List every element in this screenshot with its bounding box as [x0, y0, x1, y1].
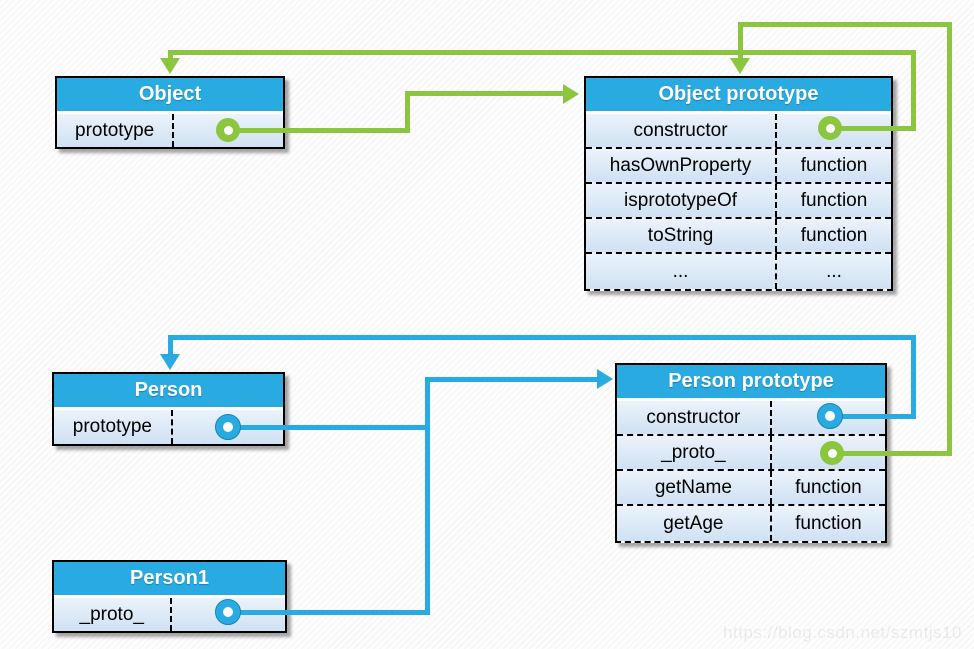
row-value: function	[775, 149, 891, 182]
green-arrow-segment	[405, 91, 565, 96]
object-box: Object prototype	[55, 76, 285, 149]
green-arrow-segment	[230, 128, 410, 133]
object-prototype-box-title: Object prototype	[586, 78, 891, 111]
green-arrow-segment	[947, 22, 952, 456]
row-name: constructor	[646, 406, 741, 428]
watermark-text: https://blog.csdn.net/szmtjs10	[723, 623, 962, 642]
row-value	[769, 401, 885, 434]
row-name: isprototypeOf	[624, 189, 738, 211]
row-name: prototype	[75, 119, 155, 141]
green-dot-icon	[820, 441, 844, 465]
row-name: getName	[654, 476, 732, 498]
table-row: isprototypeOf function	[586, 184, 891, 219]
object-box-title: Object	[57, 78, 283, 111]
table-row: prototype	[57, 114, 283, 147]
table-row: getAge function	[617, 506, 885, 541]
row-name: _proto_	[661, 441, 726, 463]
green-arrow-segment	[911, 50, 916, 131]
arrow-right-icon	[597, 369, 613, 389]
table-row: toString function	[586, 219, 891, 254]
row-value: function	[769, 471, 885, 504]
row-name: constructor	[633, 119, 728, 141]
row-name: toString	[647, 224, 714, 246]
blue-arrow-segment	[168, 335, 916, 340]
blue-arrow-segment	[828, 414, 916, 419]
green-arrow-segment	[168, 50, 916, 55]
row-value	[169, 598, 286, 631]
blue-arrow-segment	[230, 425, 428, 430]
row-name: prototype	[72, 416, 152, 437]
row-value: function	[775, 219, 891, 252]
blue-dot-icon	[215, 599, 241, 625]
row-value	[775, 114, 891, 147]
arrow-right-icon	[563, 84, 579, 104]
object-prototype-box: Object prototype constructor hasOwnPrope…	[584, 76, 893, 291]
blue-dot-icon	[817, 403, 843, 429]
row-value	[172, 114, 283, 147]
table-row: ... ...	[586, 254, 891, 289]
blue-arrow-segment	[230, 610, 428, 615]
person-box: Person prototype	[52, 372, 285, 446]
arrow-down-icon	[160, 354, 180, 370]
person1-box: Person1 _proto_	[52, 560, 287, 633]
green-arrow-segment	[738, 22, 952, 27]
person-prototype-box-title: Person prototype	[617, 365, 885, 398]
row-value: function	[769, 506, 885, 541]
blue-arrow-segment	[425, 377, 430, 615]
arrow-down-icon	[160, 58, 180, 74]
person1-box-title: Person1	[54, 562, 285, 595]
green-dot-icon	[818, 116, 842, 140]
row-name: getAge	[663, 512, 724, 534]
blue-dot-icon	[215, 414, 241, 440]
person-box-title: Person	[54, 374, 283, 407]
row-value: function	[775, 184, 891, 217]
row-name: hasOwnProperty	[609, 154, 752, 176]
blue-arrow-segment	[911, 335, 916, 419]
table-row: hasOwnProperty function	[586, 149, 891, 184]
green-arrow-segment	[828, 126, 916, 131]
green-arrow-segment	[830, 451, 952, 456]
table-row: constructor	[586, 114, 891, 149]
table-row: getName function	[617, 471, 885, 506]
blue-arrow-segment	[168, 335, 173, 356]
green-dot-icon	[216, 118, 240, 142]
row-value: ...	[775, 254, 891, 289]
green-arrow-segment	[738, 22, 743, 60]
green-arrow-segment	[405, 91, 410, 133]
row-value	[769, 436, 885, 469]
row-name: ...	[672, 260, 689, 282]
arrow-down-icon	[730, 58, 750, 74]
green-arrow-segment	[168, 50, 173, 62]
row-value	[170, 410, 283, 444]
blue-arrow-segment	[425, 377, 597, 382]
row-name: _proto_	[79, 603, 144, 625]
